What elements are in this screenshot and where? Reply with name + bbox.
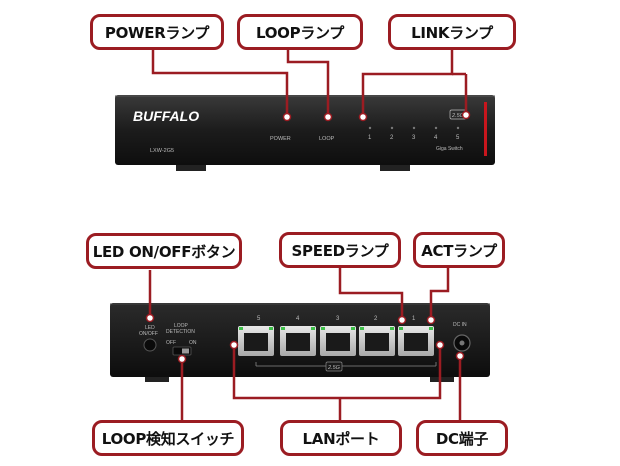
lan-port-3: [320, 326, 356, 356]
accent-stripe: [484, 102, 487, 156]
lan-port-4: [280, 326, 316, 356]
rear-led-label-1: LED: [145, 325, 155, 331]
rear-port-num-5: 5: [257, 316, 261, 322]
callout-lan-port: LANポート: [280, 420, 402, 456]
rear-port-num-3: 3: [336, 316, 340, 322]
front-link-led-4: [434, 126, 438, 130]
loop-label: LOOP: [319, 136, 335, 142]
front-foot-left: [176, 165, 206, 171]
power-label: POWER: [270, 136, 291, 142]
callout-led-button: LED ON/OFFボタン: [86, 233, 242, 269]
callout-speed-lamp: SPEEDランプ: [279, 232, 401, 268]
leader-act: [429, 268, 450, 319]
rear-switch-on: ON: [189, 340, 197, 346]
front-port-num-3: 3: [412, 135, 416, 141]
front-port-num-4: 4: [434, 135, 438, 141]
leader-dots: [145, 110, 471, 364]
leader-power: [151, 50, 289, 116]
rear-loop-label-2: DETECTION: [166, 329, 195, 335]
front-body: [115, 95, 495, 165]
rear-loop-label-1: LOOP: [174, 323, 189, 329]
rear-port-num-4: 4: [296, 316, 300, 322]
callout-loop-switch: LOOP検知スイッチ: [92, 420, 244, 456]
rear-foot-left: [145, 377, 169, 382]
callout-loop-lamp: LOOPランプ: [237, 14, 363, 50]
rear-dc-label: DC IN: [453, 322, 467, 328]
product-name: Giga Switch: [436, 146, 463, 152]
callout-link-lamp: LINKランプ: [388, 14, 516, 50]
leader-loop: [286, 50, 330, 116]
front-link-led-2: [390, 126, 394, 130]
lan-port-1: [398, 326, 434, 356]
rear-panel: LED ON/OFF LOOP DETECTION OFF ON 5 4 3 2…: [110, 303, 490, 382]
front-panel: BUFFALO LXW-2G5 POWER LOOP 1 2 3 4 5 2.5…: [115, 95, 495, 171]
rear-led-label-2: ON/OFF: [139, 331, 158, 337]
rear-port-num-1: 1: [412, 316, 416, 322]
callout-power-lamp: POWERランプ: [90, 14, 224, 50]
rear-port-num-2: 2: [374, 316, 378, 322]
front-link-led-1: [368, 126, 372, 130]
callout-dc-jack: DC端子: [416, 420, 508, 456]
leader-lines: [148, 50, 468, 420]
leader-speed: [338, 268, 404, 319]
front-foot-right: [380, 165, 410, 171]
lan-port-2: [359, 326, 395, 356]
front-port-num-2: 2: [390, 135, 394, 141]
front-speed-badge: 2.5G: [451, 113, 465, 119]
front-link-led-3: [412, 126, 416, 130]
front-link-led-5: [456, 126, 460, 130]
front-port-num-1: 1: [368, 135, 372, 141]
rear-speed-badge: 2.5G: [327, 365, 341, 371]
callout-act-lamp: ACTランプ: [413, 232, 505, 268]
rear-speed-badge-box: [325, 361, 343, 372]
led-onoff-button: [143, 338, 157, 352]
front-port-num-5: 5: [456, 135, 460, 141]
loop-switch-knob: [182, 348, 189, 354]
brand-logo: BUFFALO: [133, 108, 199, 124]
lan-port-5: [238, 326, 274, 356]
leader-lan-bracket: [232, 345, 442, 400]
rear-foot-right: [430, 377, 454, 382]
rear-switch-off: OFF: [166, 340, 176, 346]
model-label: LXW-2G5: [150, 148, 174, 154]
leader-link: [361, 50, 454, 116]
